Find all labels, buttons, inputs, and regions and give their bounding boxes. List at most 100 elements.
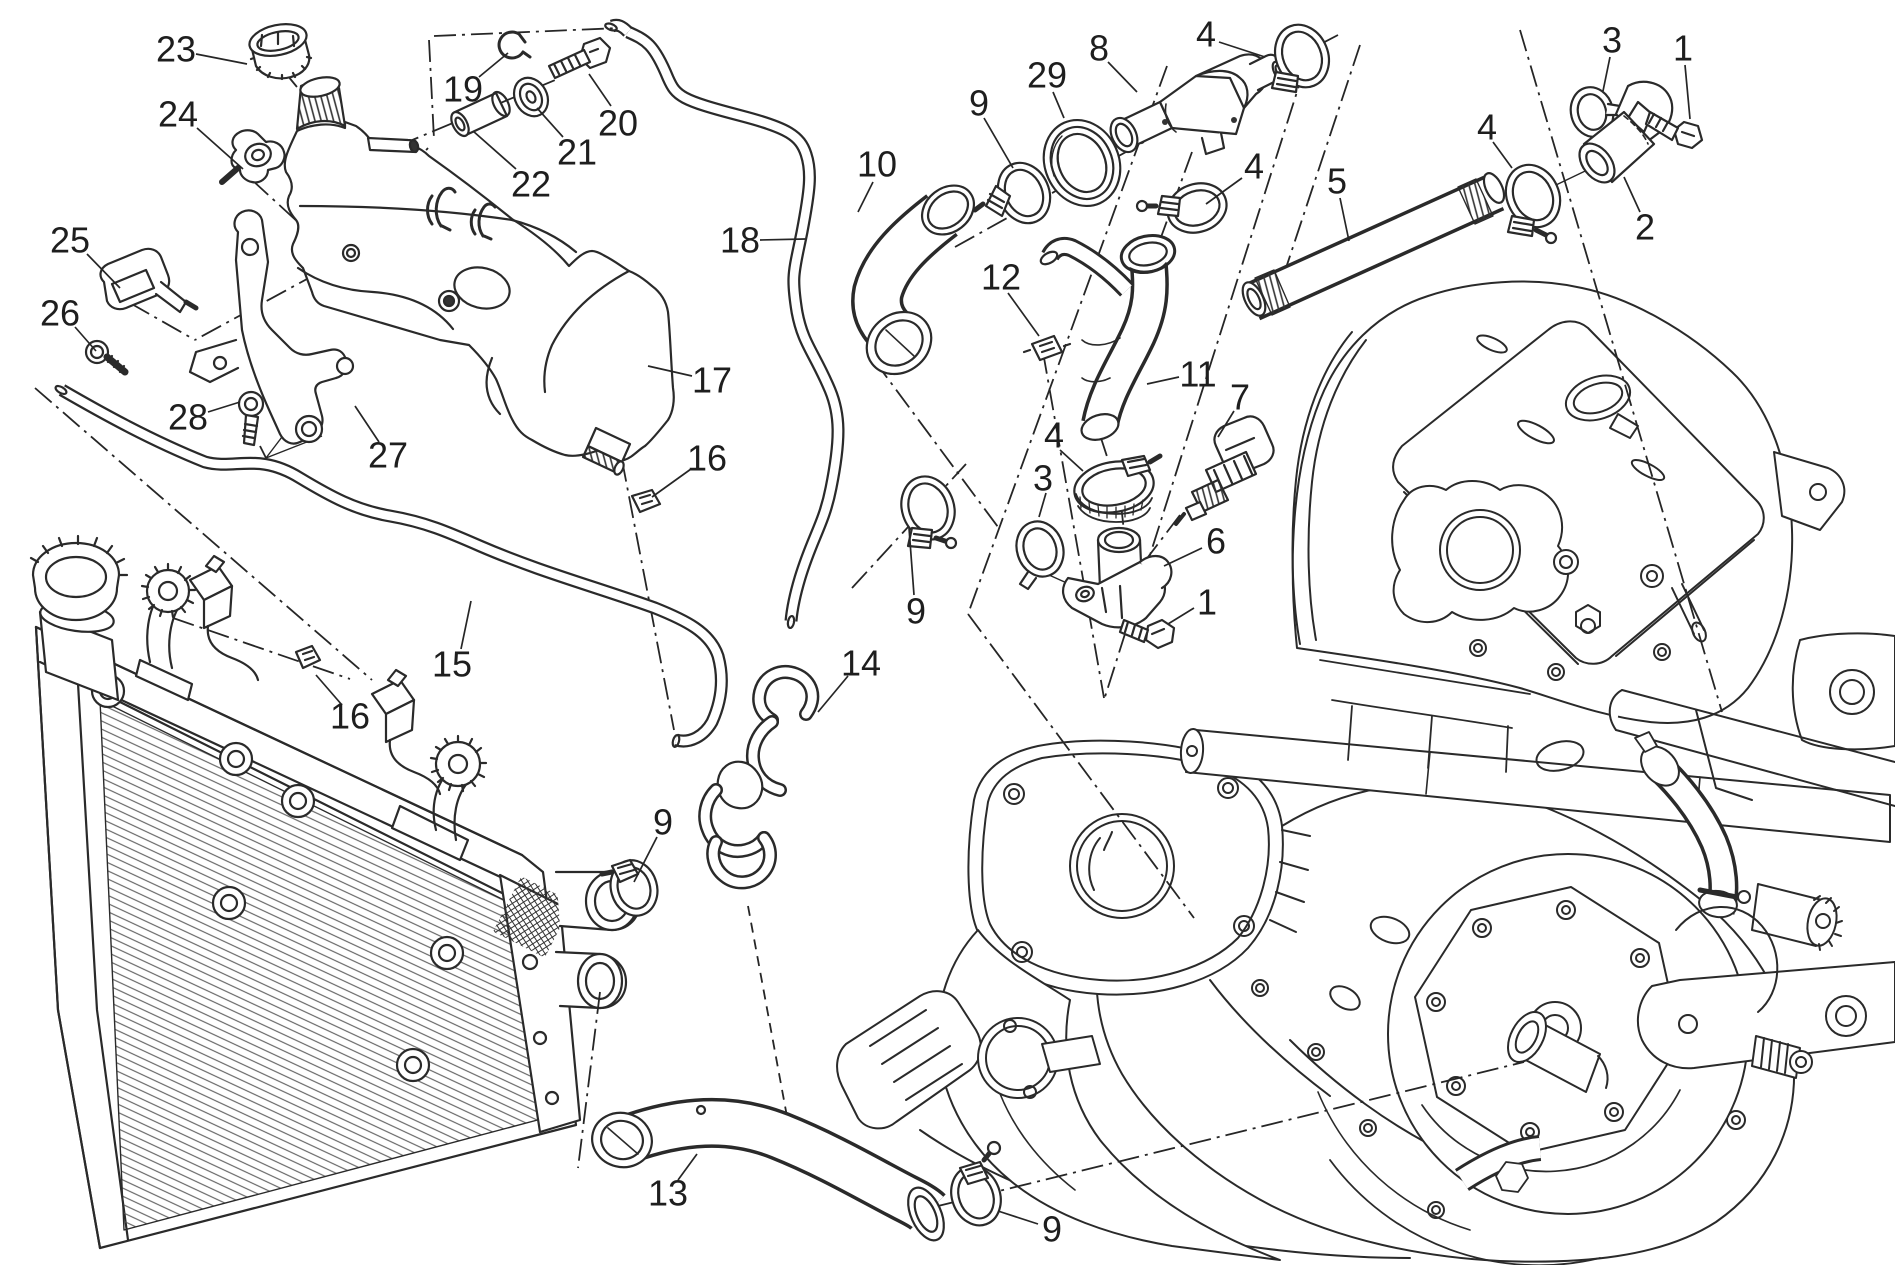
callout-label-25: 25 <box>50 220 90 261</box>
callout-leader <box>195 53 248 65</box>
callout-1-25: 1 <box>1167 582 1217 625</box>
engine-assembly <box>836 280 1895 1265</box>
axis-line-1 <box>428 39 435 140</box>
axis-line-16 <box>873 359 999 528</box>
axis-line-20 <box>967 613 1195 919</box>
callout-22-5: 22 <box>472 130 551 205</box>
callout-leader <box>997 1210 1039 1225</box>
callout-leader <box>354 405 380 443</box>
callout-label-23: 23 <box>156 29 196 70</box>
callout-label-17: 17 <box>692 360 732 401</box>
callout-label-9: 9 <box>653 802 673 843</box>
callout-24-3: 24 <box>158 94 244 170</box>
axis-line-2 <box>433 27 621 37</box>
callout-leader <box>86 253 121 289</box>
callout-label-12: 12 <box>981 257 1021 298</box>
engine-lower-hose <box>1454 1135 1542 1193</box>
callout-label-14: 14 <box>841 643 881 684</box>
callout-leader <box>857 181 874 213</box>
callout-label-21: 21 <box>557 132 597 173</box>
callout-label-8: 8 <box>1089 28 1109 69</box>
callout-leader <box>1623 176 1641 213</box>
callout-leader <box>1038 492 1047 518</box>
callout-leader <box>647 365 693 377</box>
callout-label-20: 20 <box>598 103 638 144</box>
callout-17-10: 17 <box>647 360 732 401</box>
hose-13 <box>591 1097 946 1242</box>
callout-label-7: 7 <box>1230 377 1250 418</box>
thermostat-8 <box>1109 53 1287 156</box>
engine-timing-cover-disc <box>977 1017 1101 1099</box>
clip-19 <box>497 30 532 60</box>
callout-label-13: 13 <box>648 1173 688 1214</box>
engine-vent-cover <box>836 990 982 1130</box>
callout-4-29: 4 <box>1477 107 1513 169</box>
callout-label-9: 9 <box>969 83 989 124</box>
callout-4-18: 4 <box>1205 146 1264 205</box>
axis-line-23 <box>1519 29 1723 713</box>
callout-7-21: 7 <box>1217 377 1250 438</box>
callout-25-6: 25 <box>50 220 121 289</box>
bolt-1-lower <box>1118 618 1176 650</box>
callout-label-29: 29 <box>1027 55 1067 96</box>
callout-layer: 2319202421222526282717161810829944121174… <box>40 14 1693 1250</box>
callout-leader <box>983 117 1014 169</box>
callout-8-14: 8 <box>1089 28 1138 93</box>
clamp-9-hose18 <box>900 475 958 550</box>
callout-9-34: 9 <box>633 802 673 883</box>
hose-15 <box>54 384 728 748</box>
pipe-11 <box>1039 234 1177 441</box>
callout-leader <box>460 600 472 650</box>
screw-28 <box>237 390 265 447</box>
radiator-connector-2 <box>370 668 442 796</box>
union-2 <box>1578 80 1674 184</box>
callout-27-9: 27 <box>354 405 408 476</box>
bolt-20 <box>547 36 612 80</box>
callout-leader <box>1339 197 1350 242</box>
axis-line-6 <box>129 302 196 341</box>
pipe-5 <box>1241 172 1506 321</box>
clamp-9-radiator <box>599 858 659 917</box>
callout-11-20: 11 <box>1146 354 1217 395</box>
callout-6-24: 6 <box>1163 521 1226 567</box>
axis-line-19 <box>967 65 1168 615</box>
callout-label-9: 9 <box>1042 1209 1062 1250</box>
callout-28-8: 28 <box>168 397 241 438</box>
callout-label-4: 4 <box>1477 107 1497 148</box>
callout-label-1: 1 <box>1673 28 1693 69</box>
callout-label-10: 10 <box>857 144 897 185</box>
expansion-tank <box>283 76 675 476</box>
washer-21 <box>512 76 550 118</box>
callout-4-17: 4 <box>1196 14 1266 58</box>
axis-line-32 <box>1042 351 1105 699</box>
sensor-7 <box>1174 415 1275 526</box>
callout-leader <box>677 1153 698 1181</box>
bracket-27 <box>188 209 355 445</box>
clamp-4-mid <box>1135 182 1228 234</box>
callout-leader <box>1007 292 1040 337</box>
callout-16-33: 16 <box>315 674 370 737</box>
axis-line-15 <box>937 1061 1525 1207</box>
clamp-9-thermostat <box>972 161 1052 225</box>
callout-leader <box>817 675 849 713</box>
callout-label-26: 26 <box>40 293 80 334</box>
callout-label-28: 28 <box>168 397 208 438</box>
seal-29 <box>1042 118 1122 208</box>
callout-10-13: 10 <box>857 144 897 213</box>
callout-1-28: 1 <box>1673 28 1693 120</box>
hose-18 <box>604 18 845 630</box>
callout-leader <box>1107 61 1138 93</box>
callout-label-1: 1 <box>1197 582 1217 623</box>
radiator-mount-bracket-right <box>390 734 488 862</box>
axis-line-13 <box>577 991 601 1169</box>
filler-cap <box>248 23 313 81</box>
clamp-4-pipe5 <box>1504 163 1562 245</box>
callout-leader <box>1167 607 1195 625</box>
callout-9-31: 9 <box>906 527 926 632</box>
callout-leader <box>1163 547 1203 567</box>
callout-label-4: 4 <box>1044 415 1064 456</box>
clamp-4-union <box>1073 453 1163 523</box>
callout-26-7: 26 <box>40 293 97 352</box>
callout-leader <box>315 674 343 706</box>
union-6 <box>1062 526 1173 629</box>
